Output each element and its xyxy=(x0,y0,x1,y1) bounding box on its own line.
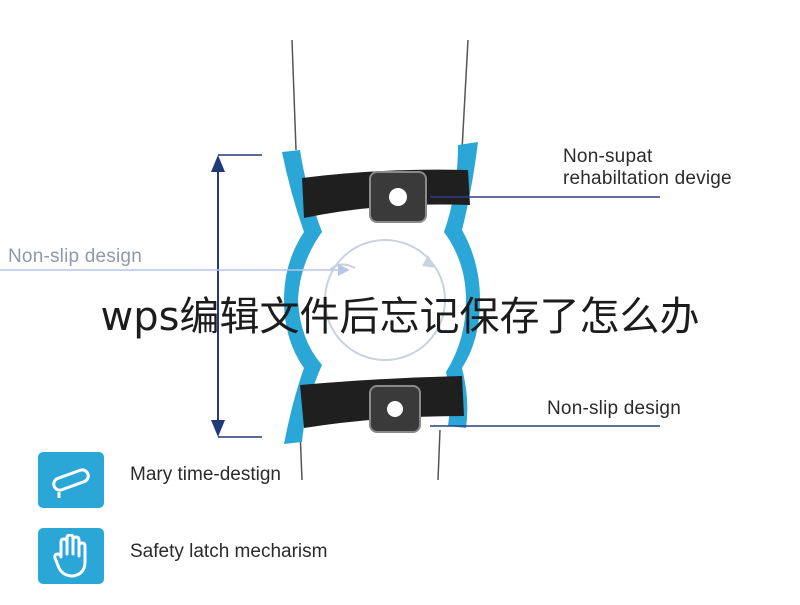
dimension-arrowhead-top xyxy=(211,155,225,172)
feature-label-1: Mary time-destign xyxy=(130,464,281,485)
brace-strap-icon xyxy=(38,452,104,508)
leg-outline-left xyxy=(291,39,297,151)
overlay-title: wps编辑文件后忘记保存了怎么办 xyxy=(100,294,700,340)
knee-joint-outline xyxy=(324,239,446,361)
knee-curve-left xyxy=(329,263,356,271)
right-top-callout-line1: Non-supat xyxy=(563,146,653,167)
hand-icon xyxy=(38,528,104,584)
left-pointer-arrowhead xyxy=(338,264,350,276)
top-buckle-logo-icon xyxy=(389,188,407,206)
right-bottom-callout-label: Non-slip design xyxy=(547,398,681,419)
dimension-arrowhead-bottom xyxy=(211,420,225,437)
right-top-callout-line2: rehabiltation devige xyxy=(563,168,732,189)
leg-outline-right-lower xyxy=(437,429,441,481)
hand-icon-glyph xyxy=(53,534,87,578)
feature-label-2: Safety latch mecharism xyxy=(130,541,328,562)
leg-outline-right xyxy=(461,39,469,151)
brace-strap-icon-glyph xyxy=(52,468,90,498)
right-hinge-bar xyxy=(444,142,480,428)
knee-arrowhead xyxy=(422,255,436,268)
right-top-callout-label: Non-supat rehabiltation devige xyxy=(563,146,732,190)
left-callout-label: Non-slip design xyxy=(8,246,142,267)
left-hinge-bar xyxy=(282,150,322,444)
bottom-buckle-logo-icon xyxy=(387,401,403,417)
